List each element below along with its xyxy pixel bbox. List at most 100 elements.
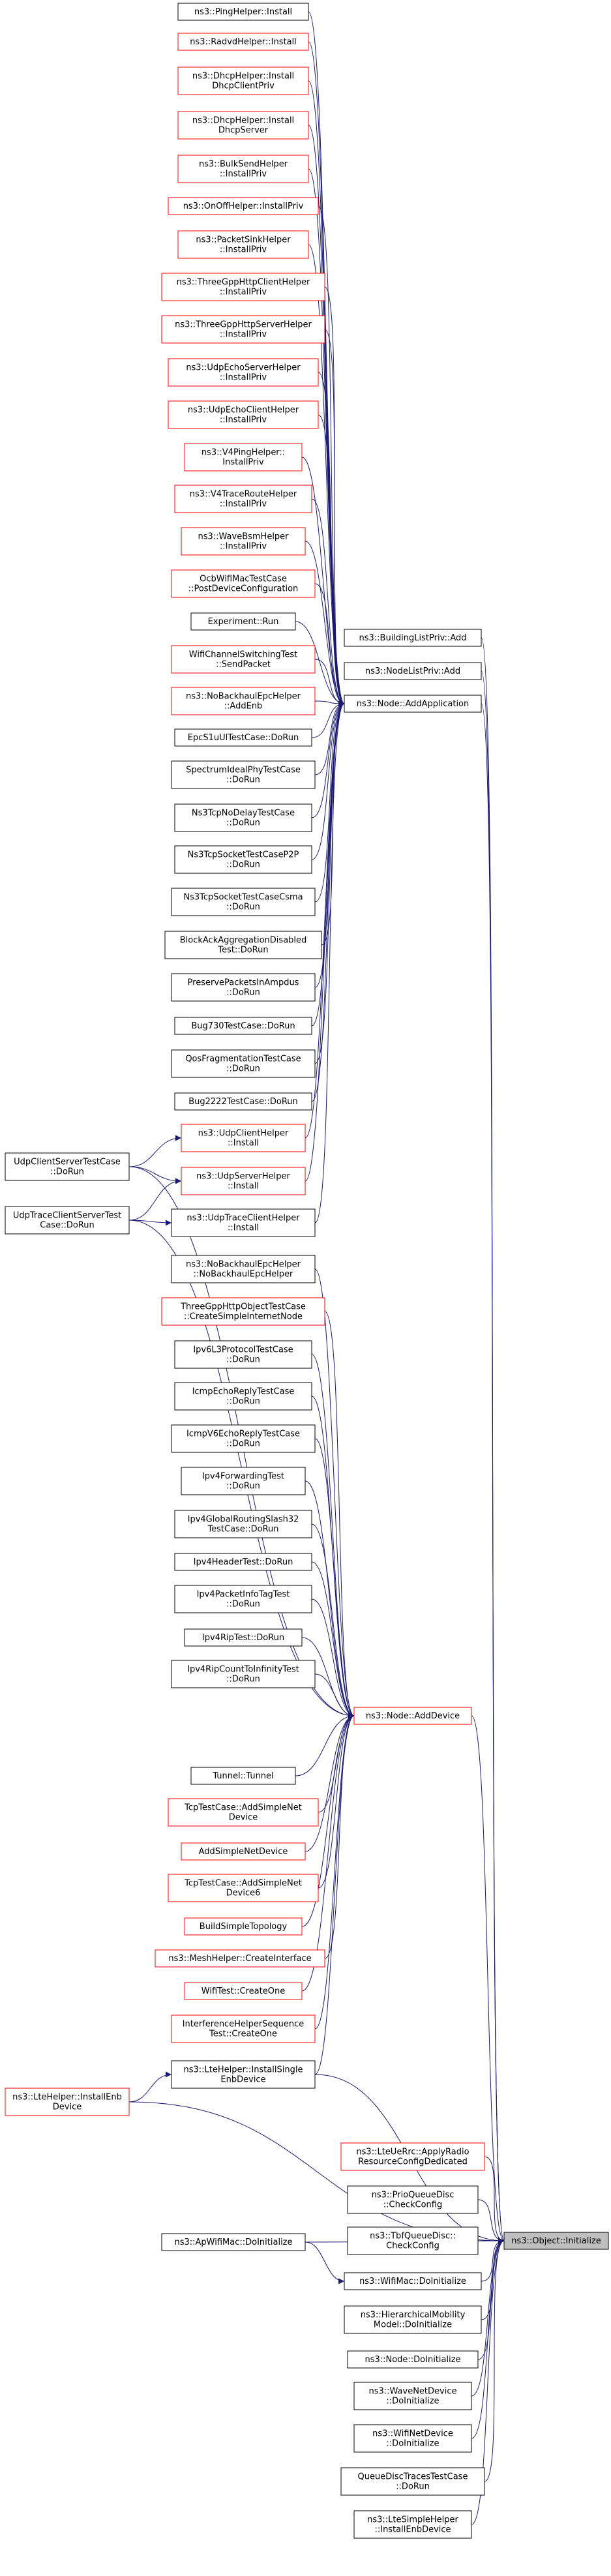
node-ipv4-packetinfo-test[interactable]: Ipv4PacketInfoTagTest::DoRun	[174, 1585, 312, 1613]
node-label: ::SendPacket	[216, 660, 271, 670]
node-threegpp-client-helper[interactable]: ns3::ThreeGppHttpClientHelper::InstallPr…	[161, 273, 325, 301]
node-box	[161, 1297, 325, 1326]
node-label: UdpClientServerTestCase	[14, 1158, 121, 1167]
node-label: ::NoBackhaulEpcHelper	[194, 1270, 293, 1280]
node-threegpp-object-test[interactable]: ThreeGppHttpObjectTestCase::CreateSimple…	[161, 1297, 325, 1326]
node-tcp-add-simple-net-device[interactable]: TcpTestCase::AddSimpleNetDevice	[168, 1798, 319, 1827]
node-interference-helper-create-one[interactable]: InterferenceHelperSequenceTest::CreateOn…	[171, 2014, 316, 2043]
node-ap-wifimac-doinitialize[interactable]: ns3::ApWifiMac::DoInitialize	[161, 2233, 306, 2251]
node-epcs1ul-test[interactable]: EpcS1uUlTestCase::DoRun	[174, 728, 312, 747]
node-ipv4-forwarding-test[interactable]: Ipv4ForwardingTest::DoRun	[181, 1467, 306, 1495]
node-ns3tcp-nodelay[interactable]: Ns3TcpNoDelayTestCase::DoRun	[174, 803, 312, 832]
call-edge	[477, 2199, 505, 2244]
node-v4ping-helper[interactable]: ns3::V4PingHelper::InstallPriv	[184, 443, 303, 472]
node-label: ns3::LteUeRrc::ApplyRadio	[356, 2148, 469, 2157]
node-experiment-run[interactable]: Experiment::Run	[190, 612, 296, 631]
node-radvd-helper-install[interactable]: ns3::RadvdHelper::Install	[177, 33, 309, 51]
node-node-list-priv-add[interactable]: ns3::NodeListPriv::Add	[344, 662, 482, 680]
node-ns3-object-initialize: ns3::Object::Initialize	[503, 2232, 609, 2250]
call-edge	[314, 1713, 355, 2029]
node-lte-ue-rrc-apply[interactable]: ns3::LteUeRrc::ApplyRadioResourceConfigD…	[340, 2142, 485, 2171]
node-node-doinitialize[interactable]: ns3::Node::DoInitialize	[347, 2350, 479, 2369]
node-box	[155, 1949, 325, 1968]
node-udpecho-server-helper[interactable]: ns3::UdpEchoServerHelper::InstallPriv	[168, 358, 319, 387]
node-box	[177, 155, 309, 183]
node-preserve-packets-ampdu[interactable]: PreservePacketsInAmpdus::DoRun	[171, 973, 316, 1002]
node-build-simple-topology[interactable]: BuildSimpleTopology	[184, 1917, 303, 1936]
node-udp-client-helper-install[interactable]: ns3::UdpClientHelper::Install	[181, 1124, 306, 1152]
node-prio-queue-disc-check[interactable]: ns3::PrioQueueDisc::CheckConfig	[347, 2185, 479, 2214]
node-box	[340, 2467, 485, 2496]
node-box	[344, 2272, 482, 2290]
node-label: Bug730TestCase::DoRun	[191, 1021, 295, 1031]
node-box	[5, 2088, 130, 2116]
node-queue-disc-traces-test[interactable]: QueueDiscTracesTestCase::DoRun	[340, 2467, 485, 2496]
node-bug730-test[interactable]: Bug730TestCase::DoRun	[174, 1017, 312, 1035]
node-box	[174, 845, 312, 874]
node-qos-fragmentation[interactable]: QosFragmentationTestCase::DoRun	[171, 1049, 316, 1078]
node-add-simple-net-device[interactable]: AddSimpleNetDevice	[181, 1842, 306, 1861]
node-box	[171, 888, 316, 916]
node-ipv6l3-protocol-test[interactable]: Ipv6L3ProtocolTestCase::DoRun	[174, 1340, 312, 1369]
node-wifichannel-switching[interactable]: WifiChannelSwitchingTest::SendPacket	[171, 645, 316, 674]
node-ocbwifimac-test[interactable]: OcbWifiMacTestCase::PostDeviceConfigurat…	[171, 569, 316, 598]
node-label: BlockAckAggregationDisabled	[180, 936, 307, 946]
call-edge	[128, 2071, 172, 2103]
node-building-list-priv-add[interactable]: ns3::BuildingListPriv::Add	[344, 629, 482, 647]
node-label: ::InstallEnbDevice	[374, 2525, 451, 2535]
node-label: ::AddEnb	[224, 702, 263, 711]
node-ns3tcp-socket-p2p[interactable]: Ns3TcpSocketTestCaseP2P::DoRun	[174, 845, 312, 874]
node-hierarchical-mobility-doinit[interactable]: ns3::HierarchicalMobilityModel::DoInitia…	[344, 2305, 482, 2334]
node-ipv4-header-test[interactable]: Ipv4HeaderTest::DoRun	[174, 1553, 312, 1571]
node-udptrace-client-helper-install[interactable]: ns3::UdpTraceClientHelper::Install	[171, 1208, 316, 1237]
node-ns3tcp-socket-csma[interactable]: Ns3TcpSocketTestCaseCsma::DoRun	[171, 888, 316, 916]
node-lte-helper-install-enb[interactable]: ns3::LteHelper::InstallEnbDevice	[5, 2088, 130, 2116]
node-wave-net-device-doinit[interactable]: ns3::WaveNetDevice::DoInitialize	[353, 2382, 472, 2410]
call-edge	[477, 2238, 505, 2360]
node-bug2222-test[interactable]: Bug2222TestCase::DoRun	[174, 1092, 312, 1111]
node-threegpp-server-helper[interactable]: ns3::ThreeGppHttpServerHelper::InstallPr…	[161, 315, 325, 344]
node-udpecho-client-helper[interactable]: ns3::UdpEchoClientHelper::InstallPriv	[168, 400, 319, 429]
call-edge	[324, 1311, 355, 1719]
node-nobackhaul-ctor[interactable]: ns3::NoBackhaulEpcHelper::NoBackhaulEpcH…	[171, 1255, 316, 1283]
node-box	[190, 612, 296, 631]
node-ipv4-rip-test[interactable]: Ipv4RipTest::DoRun	[184, 1628, 303, 1647]
node-wifi-net-device-doinit[interactable]: ns3::WifiNetDevice::DoInitialize	[353, 2424, 472, 2453]
call-edge	[301, 1713, 355, 1992]
node-udp-client-server-test[interactable]: UdpClientServerTestCase::DoRun	[5, 1152, 130, 1181]
node-spectrum-ideal-phy[interactable]: SpectrumIdealPhyTestCase::DoRun	[171, 760, 316, 789]
node-packetsink-helper[interactable]: ns3::PacketSinkHelper::InstallPriv	[177, 230, 309, 259]
node-ipv4-rip-count-test[interactable]: Ipv4RipCountToInfinityTest::DoRun	[171, 1660, 316, 1688]
node-label: Bug2222TestCase::DoRun	[188, 1097, 298, 1107]
node-box	[177, 67, 309, 95]
node-wifi-test-create-one[interactable]: WifiTest::CreateOne	[184, 1982, 303, 2000]
node-ping-helper-install[interactable]: ns3::PingHelper::Install	[177, 3, 309, 21]
node-node-add-device[interactable]: ns3::Node::AddDevice	[353, 1707, 472, 1725]
node-wifimac-doinitialize[interactable]: ns3::WifiMac::DoInitialize	[344, 2272, 482, 2290]
node-udp-server-helper-install[interactable]: ns3::UdpServerHelper::Install	[181, 1167, 306, 1195]
node-icmpv6-echo-reply-test[interactable]: IcmpV6EchoReplyTestCase::DoRun	[171, 1424, 316, 1453]
node-node-add-application[interactable]: ns3::Node::AddApplication	[344, 695, 482, 713]
node-icmp-echo-reply-test[interactable]: IcmpEchoReplyTestCase::DoRun	[174, 1382, 312, 1411]
node-mesh-helper-create-interface[interactable]: ns3::MeshHelper::CreateInterface	[155, 1949, 325, 1968]
node-lte-simple-helper-install[interactable]: ns3::LteSimpleHelper::InstallEnbDevice	[353, 2510, 472, 2539]
call-edge	[481, 703, 505, 2243]
call-edge	[311, 498, 345, 707]
node-tbf-queue-disc-check[interactable]: ns3::TbfQueueDisc::CheckConfig	[347, 2226, 479, 2255]
node-onoff-helper[interactable]: ns3::OnOffHelper::InstallPriv	[168, 197, 319, 215]
node-v4traceroute-helper[interactable]: ns3::V4TraceRouteHelper::InstallPriv	[174, 485, 312, 513]
node-nobackhaul-addenb[interactable]: ns3::NoBackhaulEpcHelper::AddEnb	[171, 687, 316, 715]
node-label: ns3::UdpEchoClientHelper	[188, 406, 299, 415]
node-wavebsm-helper[interactable]: ns3::WaveBsmHelper::InstallPriv	[181, 527, 306, 556]
call-edge	[471, 2238, 505, 2439]
node-label: ns3::PacketSinkHelper	[196, 235, 291, 245]
node-bulksend-helper[interactable]: ns3::BulkSendHelper::InstallPriv	[177, 155, 309, 183]
node-tunnel-ctor[interactable]: Tunnel::Tunnel	[190, 1767, 296, 1785]
